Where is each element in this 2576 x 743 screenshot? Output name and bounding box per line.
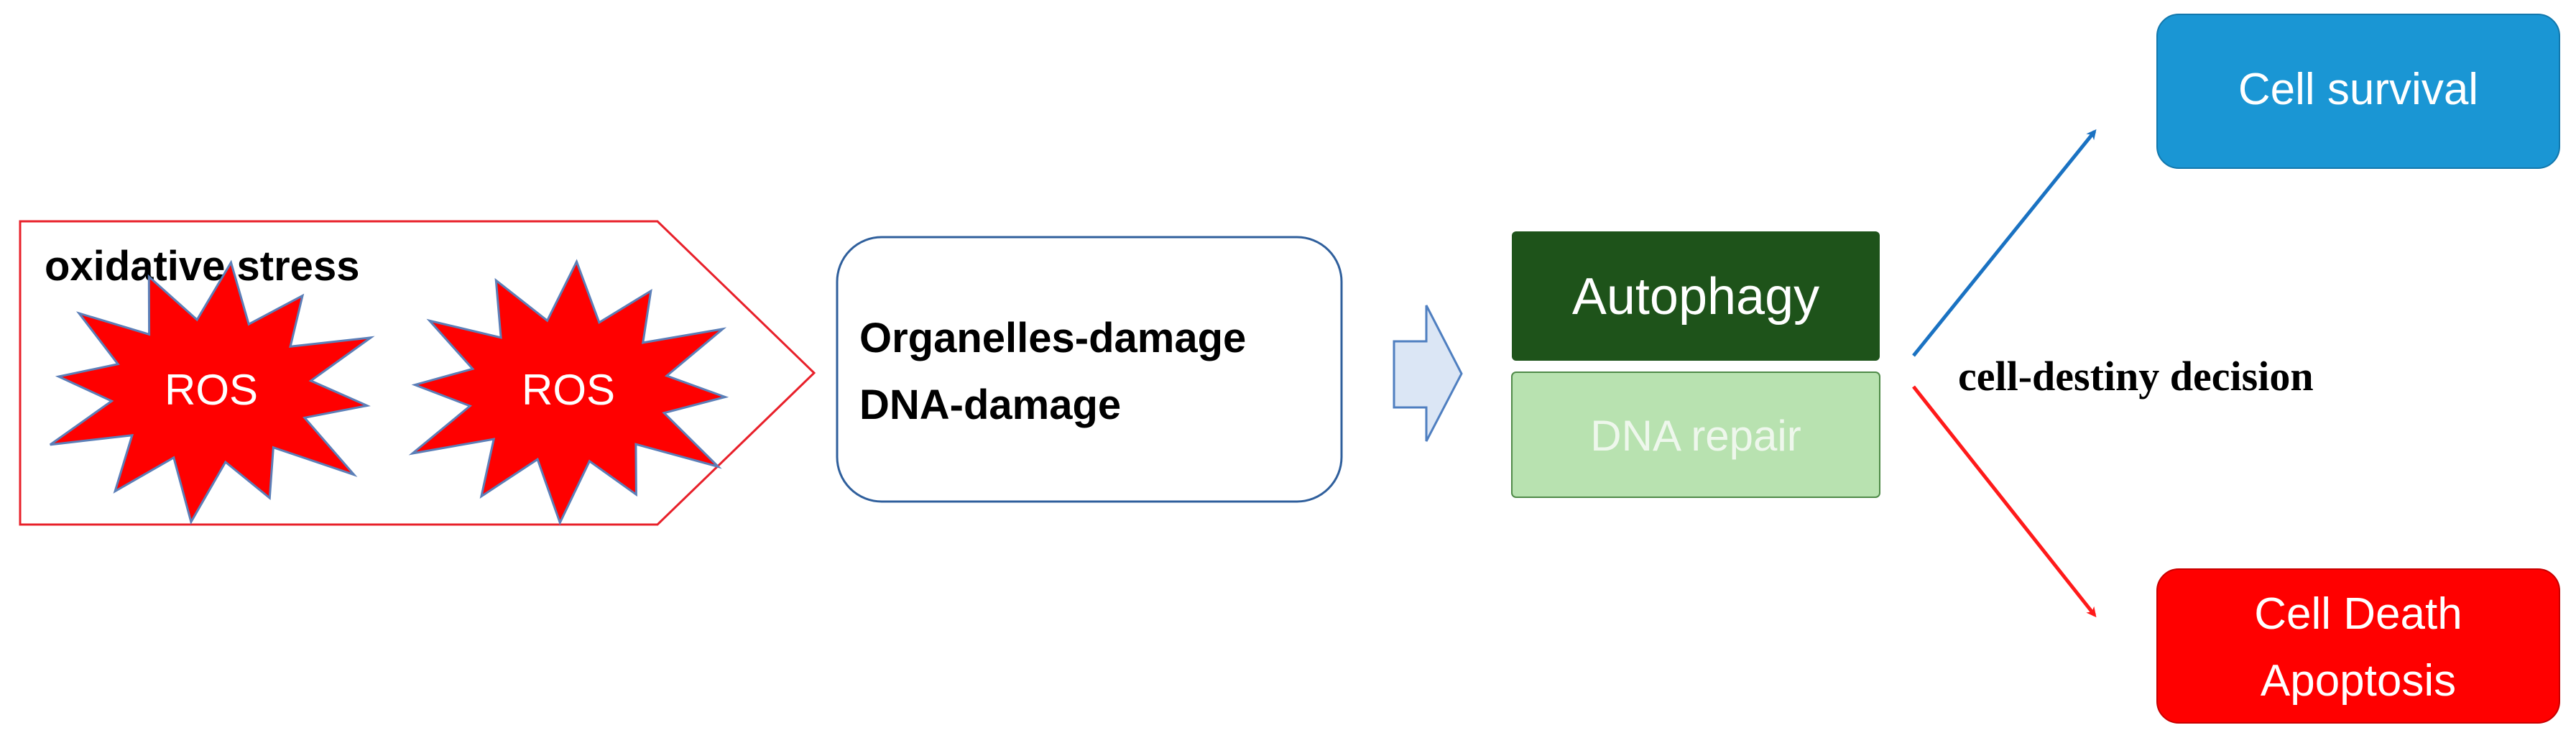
autophagy-label: Autophagy bbox=[1572, 268, 1819, 326]
ros-star-icon bbox=[49, 259, 375, 525]
cell-survival-box: Cell survival bbox=[2156, 14, 2560, 169]
ros-star-icon bbox=[408, 259, 729, 526]
death-arrow bbox=[1912, 385, 2097, 618]
autophagy-box: Autophagy bbox=[1512, 231, 1880, 361]
ros-burst-2: ROS bbox=[408, 259, 729, 526]
dna-repair-box-frame bbox=[1511, 372, 1880, 498]
cell-destiny-decision-label: cell-destiny decision bbox=[1958, 353, 2314, 400]
apoptosis-label: Apoptosis bbox=[2261, 656, 2456, 706]
cell-death-label: Cell Death bbox=[2254, 589, 2462, 639]
ros-label-1: ROS bbox=[165, 366, 258, 414]
cell-survival-label: Cell survival bbox=[2238, 65, 2478, 114]
survival-arrow bbox=[1912, 129, 2097, 357]
dna-repair-label: DNA repair bbox=[1590, 412, 1801, 460]
damage-line-organelles: Organelles-damage bbox=[859, 315, 1246, 361]
oxidative-stress-box: oxidative stress ROS ROS bbox=[19, 220, 816, 526]
cell-death-box-frame bbox=[2156, 568, 2560, 724]
dna-repair-box: DNA repair bbox=[1511, 372, 1880, 498]
cell-survival-box-frame bbox=[2156, 14, 2560, 169]
ros-burst-1: ROS bbox=[49, 259, 375, 525]
block-arrow-icon bbox=[1393, 305, 1463, 442]
autophagy-box-frame bbox=[1512, 231, 1880, 361]
damage-line-dna: DNA-damage bbox=[859, 382, 1121, 428]
damage-box: Organelles-damage DNA-damage bbox=[836, 236, 1343, 503]
ros-label-2: ROS bbox=[522, 366, 615, 414]
cell-death-box: Cell Death Apoptosis bbox=[2156, 568, 2560, 724]
damage-box-frame bbox=[836, 236, 1343, 503]
oxidative-stress-title: oxidative stress bbox=[45, 243, 359, 290]
